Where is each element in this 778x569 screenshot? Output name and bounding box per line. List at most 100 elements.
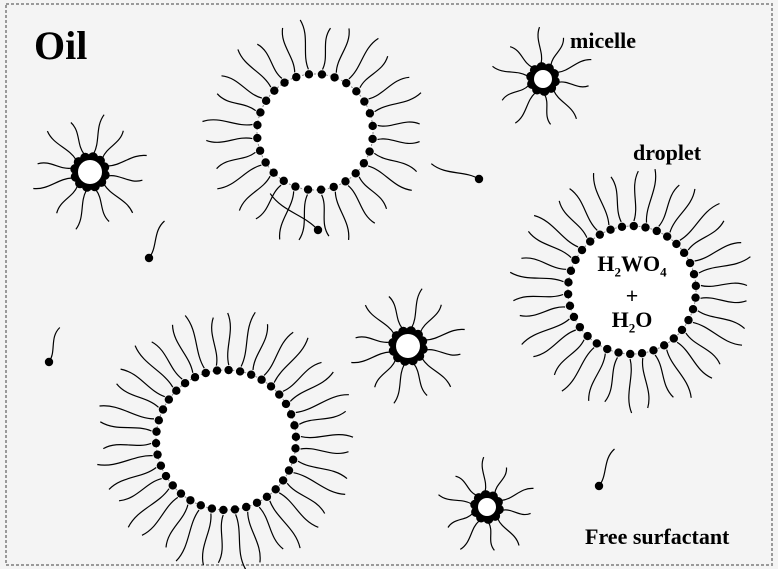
surfactant-tail [375,93,421,112]
surfactant-head [155,416,163,424]
surfactant-head [257,376,265,384]
surfactant-tail [389,297,402,329]
surfactant-tail [294,473,346,495]
surfactant-head [595,482,603,490]
surfactant-head [630,222,638,230]
free-surfactant-3 [145,221,165,262]
surfactant-head [649,346,657,354]
surfactant-tail [283,362,322,391]
free-surfactant-label: Free surfactant [585,524,729,550]
surfactant-tail [698,311,745,329]
surfactant-tail [394,365,404,404]
surfactant-tail [217,152,256,168]
free-surfactant-1 [431,164,483,184]
surfactant-tail [356,337,390,343]
surfactant-head [159,405,167,413]
surfactant-tail [218,515,223,563]
surfactant-tail [634,171,638,221]
surfactant-tail [100,406,155,419]
surfactant-tail [426,329,465,340]
surfactant-head [145,254,153,262]
surfactant-head [162,472,170,480]
surfactant-head [247,370,255,378]
surfactant-tail [282,28,294,73]
surfactant-head [365,147,373,155]
surfactant-tail [71,123,84,155]
surfactant-tail [655,355,673,397]
surfactant-head [314,226,322,234]
surfactant-head [586,237,594,245]
surfactant-tail [460,521,479,550]
surfactant-tail [495,468,507,494]
surfactant-tail [646,169,655,223]
surfactant-tail [96,190,109,222]
surfactant-tail [217,165,261,189]
surfactant-tail [49,328,60,363]
surfactant-tail [421,305,442,332]
surfactant-head [181,379,189,387]
droplet-formula-water: H2O [570,308,694,340]
surfactant-head [253,499,261,507]
surfactant-tail [570,189,598,231]
surfactant-head [305,70,313,78]
surfactant-head [282,400,290,408]
surfactant-tail [103,443,151,448]
surfactant-head [213,366,221,374]
surfactant-tail [701,283,747,286]
micelle-core [534,70,552,88]
surfactant-tail [166,505,188,548]
surfactant-tail [203,514,211,566]
surfactant-tail [554,91,577,119]
surfactant-tail [521,258,566,269]
surfactant-head [352,87,360,95]
surfactant-head [269,168,277,176]
surfactant-head [45,358,53,366]
surfactant-head [285,466,293,474]
surfactant-tail [103,131,124,158]
surfactant-tail [670,189,695,233]
surfactant-tail [498,519,519,546]
surfactant-tail [378,122,420,126]
surfactant-head [368,122,376,130]
surfactant-head [672,240,680,248]
surfactant-tail [57,186,78,213]
surfactant-head [177,489,185,497]
surfactant-tail [128,489,169,528]
surfactant-head [660,341,668,349]
micelle-core [78,160,102,184]
surfactant-head [626,350,634,358]
surfactant-tail [351,352,390,363]
surfactant-head [318,70,326,78]
micelle-left [33,115,146,230]
surfactant-tail [538,27,542,63]
surfactant-head [360,97,368,105]
surfactant-head [267,382,275,390]
surfactant-tail [253,324,268,370]
surfactant-tail [642,358,648,408]
surfactant-tail [33,178,72,189]
droplet-label: droplet [633,140,701,166]
surfactant-head [317,185,325,193]
surfactant-tail [629,359,632,413]
surfactant-head [342,79,350,87]
surfactant-head [603,345,611,353]
surfactant-tail [97,456,152,466]
surfactant-tail [375,360,396,387]
surfactant-tail [558,60,592,73]
surfactant-head [663,232,671,240]
surfactant-tail [551,38,564,65]
surfactant-tail [515,93,535,123]
surfactant-head [202,369,210,377]
surfactant-tail [369,77,410,99]
surfactant-tail [513,295,563,301]
surfactant-head [219,506,227,514]
surfactant-tail [176,510,199,561]
surfactant-tail [348,186,375,224]
surfactant-tail [109,468,156,490]
surfactant-tail [368,166,412,190]
surfactant-tail [206,138,252,142]
surfactant-head [291,444,299,452]
surfactant-head [292,433,300,441]
surfactant-head [330,73,338,81]
surfactant-tail [104,185,132,213]
